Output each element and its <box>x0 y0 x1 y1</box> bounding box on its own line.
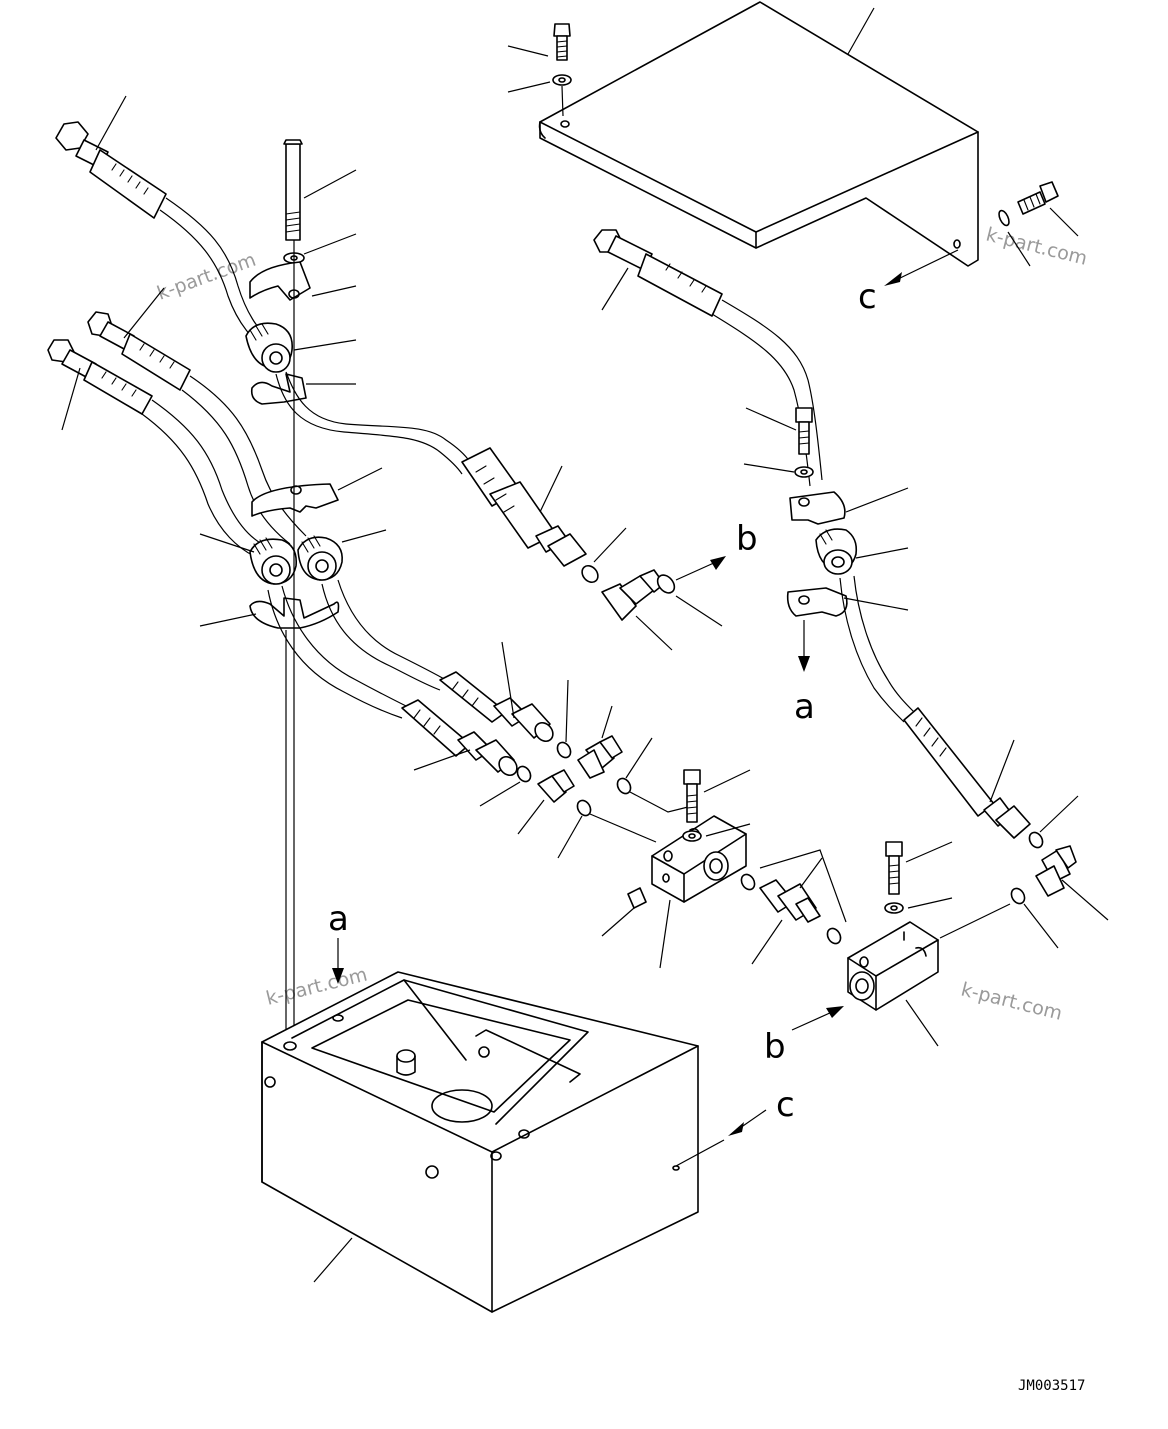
valve-connectors <box>479 679 693 859</box>
ref-c-top: c <box>858 277 877 317</box>
cover-plate <box>538 1 979 267</box>
elbow-fitting-b <box>581 527 723 651</box>
ref-b-lower: b <box>764 1027 786 1067</box>
hose-right <box>593 229 823 487</box>
valve-block-right <box>847 903 1011 1047</box>
valve-bolt-left <box>682 769 751 842</box>
watermark-left: k-part.com <box>154 249 259 305</box>
watermark-bottom-right: k-part.com <box>959 979 1065 1025</box>
ref-a-right: a <box>794 687 815 727</box>
cover-bolt-side <box>998 181 1079 267</box>
hose-upper-end <box>55 95 271 351</box>
hose-lower-run <box>267 579 554 777</box>
valve-block-left <box>601 815 747 969</box>
watermark-right-top: k-part.com <box>984 224 1090 270</box>
clamp-upper <box>245 139 357 405</box>
hose-upper-mid <box>275 371 587 567</box>
arrow-c-cover <box>895 249 959 281</box>
valve-bolt-right <box>884 841 953 914</box>
drawing-code: JM003517 <box>1018 1378 1085 1394</box>
hose-right-lower <box>839 575 1109 949</box>
hose-left-pair <box>47 287 307 557</box>
ref-b-upper: b <box>736 519 758 559</box>
clamp-lower <box>199 467 387 629</box>
valve-link-pipe <box>740 849 847 965</box>
clamp-right <box>743 407 909 617</box>
base-frame <box>261 971 699 1313</box>
ref-c-bottom: c <box>776 1085 795 1125</box>
ref-a-left: a <box>328 899 349 939</box>
cover-bolt-top <box>507 7 875 117</box>
